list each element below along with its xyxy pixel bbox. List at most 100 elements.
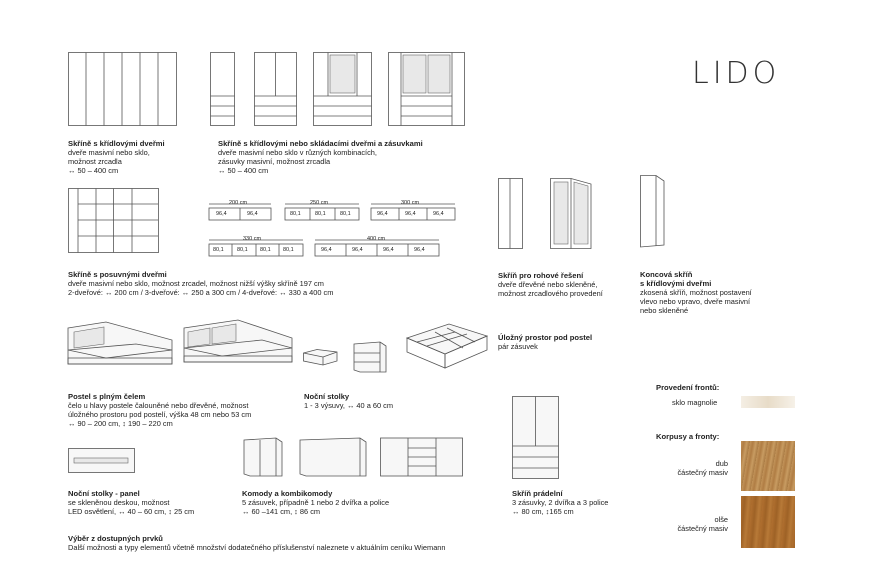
door-width: 96,4 (414, 247, 425, 253)
door-width: 96,4 (383, 247, 394, 253)
sliding-configurations-drawing: 200 cm 96,4 96,4 250 cm 80,1 80,1 80,1 300 … (208, 200, 456, 257)
narrow-drawer-wardrobe-drawing (210, 52, 235, 126)
corner-line: možnost zrcadlového provedení (498, 289, 603, 298)
door-width: 80,1 (283, 247, 294, 253)
sliding-line: dveře masivní nebo sklo, možnost zrcadel… (68, 279, 324, 288)
sliding-wardrobe-drawing (68, 188, 159, 253)
fronts-item: sklo magnolie (672, 398, 718, 407)
door-width: 96,4 (216, 211, 227, 217)
night-block: Noční stolky 1 - 3 výsuvy, ↔ 40 a 60 cm (304, 392, 393, 410)
linen-title: Skříň prádelní (512, 489, 563, 498)
bed-double-drawing (183, 319, 293, 363)
sliding-title: Skříně s posuvnými dveřmi (68, 270, 167, 279)
storage-title: Úložný prostor pod postel (498, 333, 593, 342)
nightstand-floating-drawing (303, 349, 338, 366)
night-line: 1 - 3 výsuvy, ↔ 40 a 60 cm (304, 401, 393, 410)
door-width: 80,1 (290, 211, 301, 217)
end-line: vlevo nebo vpravo, dveře masivní (640, 297, 751, 306)
dresser-medium-drawing (299, 437, 367, 477)
nightstand-drawers-drawing (353, 341, 387, 373)
dresser-small-drawing (243, 437, 283, 477)
dressers-line: 5 zásuvek, případně 1 nebo 2 dvířka a po… (242, 498, 390, 507)
mirror-drawer-wardrobe-drawing (313, 52, 372, 126)
hinged-title: Skříně s křídlovými dveřmi (68, 139, 165, 148)
corner-line: dveře dřevěné nebo skleněné, (498, 280, 598, 289)
config-400-label: 400 cm (367, 236, 385, 242)
oak-swatch (741, 441, 795, 491)
footer-line: Další možnosti a typy elementů včetně mn… (68, 543, 446, 552)
door-width: 80,1 (237, 247, 248, 253)
footer-block: Výběr z dostupných prvků Další možnosti … (68, 534, 446, 552)
sliding-block: Skříně s posuvnými dveřmi dveře masivní … (68, 270, 333, 297)
hinged-drawers-line: ↔ 50 – 400 cm (218, 166, 269, 175)
linen-block: Skříň prádelní 3 zásuvky, 2 dvířka a 3 p… (512, 489, 608, 516)
hinged-line: ↔ 50 – 400 cm (68, 166, 119, 175)
night-panel-block: Noční stolky - panel se skleněnou deskou… (68, 489, 194, 516)
wood1-label: dub částečný masiv (640, 459, 728, 477)
sliding-line: 2-dveřové: ↔ 200 cm / 3-dveřové: ↔ 250 a… (68, 288, 334, 297)
door-width: 96,4 (321, 247, 332, 253)
magnolie-swatch (741, 396, 795, 408)
door-width: 80,1 (340, 211, 351, 217)
wood2-name: olše (714, 515, 728, 524)
wood2-type: částečný masiv (677, 524, 728, 533)
brand-logo: LIDO (692, 56, 781, 91)
night-panel-line: LED osvětlení, ↔ 40 – 60 cm, ↕ 25 cm (68, 507, 195, 516)
hinged-line: možnost zrcadla (68, 157, 122, 166)
fronts-title: Provedení frontů: (656, 383, 720, 392)
hinged-block: Skříně s křídlovými dveřmi dveře masivní… (68, 139, 165, 175)
door-width: 96,4 (433, 211, 444, 217)
large-mirror-drawer-wardrobe-drawing (388, 52, 465, 126)
hinged-line: dveře masivní nebo sklo, (68, 148, 150, 157)
config-300-label: 300 cm (401, 200, 419, 206)
hinged-wardrobe-drawing (68, 52, 177, 126)
door-width: 96,4 (405, 211, 416, 217)
corner-block: Skříň pro rohové řešení dveře dřevěné ne… (498, 271, 603, 298)
end-line: nebo skleněné (640, 306, 689, 315)
hinged-drawers-line: zásuvky masivní, možnost zrcadla (218, 157, 331, 166)
dresser-large-drawing (380, 437, 463, 477)
end-block: Koncová skříň s křídlovými dveřmi zkosen… (640, 270, 752, 315)
door-width: 96,4 (247, 211, 258, 217)
storage-block: Úložný prostor pod postel pár zásuvek (498, 333, 592, 351)
end-wardrobe-drawing (640, 175, 665, 248)
footer-title: Výběr z dostupných prvků (68, 534, 163, 543)
bed-single-drawing (67, 321, 173, 365)
config-250-label: 250 cm (310, 200, 328, 206)
corner-mirror-wardrobe-drawing (550, 178, 592, 249)
hinged-drawers-line: dveře masivní nebo sklo v různých kombin… (218, 148, 377, 157)
wood1-name: dub (715, 459, 728, 468)
bed-block: Postel s plným čelem čelo u hlavy postel… (68, 392, 251, 428)
nightstand-panel-drawing (68, 448, 135, 473)
bed-title: Postel s plným čelem (68, 392, 146, 401)
night-title: Noční stolky (304, 392, 350, 401)
door-width: 80,1 (213, 247, 224, 253)
dressers-line: ↔ 60 –141 cm, ↕ 86 cm (242, 507, 321, 516)
door-width: 80,1 (260, 247, 271, 253)
hinged-drawers-block: Skříně s křídlovými nebo skládacími dveř… (218, 139, 423, 175)
wood2-label: olše částečný masiv (640, 515, 728, 533)
corner-title: Skříň pro rohové řešení (498, 271, 584, 280)
alder-swatch (741, 496, 795, 548)
night-panel-line: se skleněnou deskou, možnost (68, 498, 170, 507)
bed-line: ↔ 90 – 200 cm, ↕ 190 – 220 cm (68, 419, 173, 428)
dressers-block: Komody a kombikomody 5 zásuvek, případně… (242, 489, 389, 516)
door-width: 80,1 (315, 211, 326, 217)
wood1-type: částečný masiv (677, 468, 728, 477)
end-title-2: s křídlovými dveřmi (640, 279, 712, 288)
end-title: Koncová skříň (640, 270, 693, 279)
hinged-drawers-title: Skříně s křídlovými nebo skládacími dveř… (218, 139, 423, 148)
storage-line: pár zásuvek (498, 342, 538, 351)
linen-line: 3 zásuvky, 2 dvířka a 3 police (512, 498, 609, 507)
config-330-label: 330 cm (243, 236, 261, 242)
bed-line: čelo u hlavy postele čalouněné nebo dřev… (68, 401, 249, 410)
door-width: 96,4 (352, 247, 363, 253)
bed-line: úložného prostoru pod postelí, výška 48 … (68, 410, 252, 419)
linen-line: ↔ 80 cm, ↕165 cm (512, 507, 574, 516)
night-panel-title: Noční stolky - panel (68, 489, 140, 498)
linen-cabinet-drawing (512, 396, 559, 479)
dressers-title: Komody a kombikomody (242, 489, 333, 498)
corner-wardrobe-drawing (498, 178, 523, 249)
door-width: 96,4 (377, 211, 388, 217)
config-200-label: 200 cm (229, 200, 247, 206)
